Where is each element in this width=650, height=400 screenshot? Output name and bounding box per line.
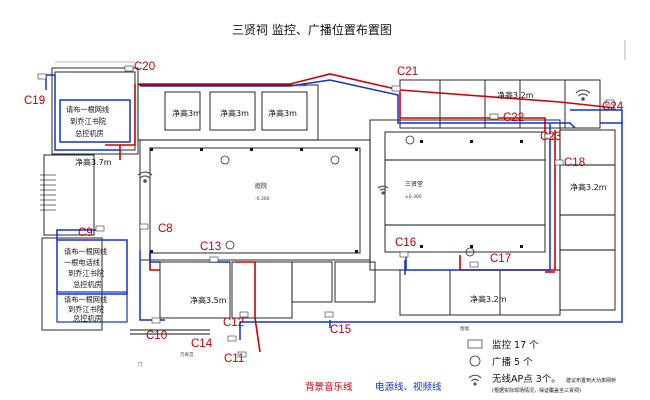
wifi-icon (137, 171, 153, 183)
camera-label-c12: C12 (223, 317, 244, 329)
legend-ap-note2: (根据实际现场情况，保证覆盖全三贤祠) (492, 387, 581, 394)
svg-text:请布一根网线: 请布一根网线 (66, 105, 109, 114)
camera-label-c11: C11 (224, 353, 244, 365)
camera-icon (324, 311, 334, 318)
camera-label-c20: C20 (134, 61, 155, 73)
camera-icon (124, 65, 134, 72)
speaker-icon (330, 155, 340, 165)
room-height-label: 净高3m (220, 108, 249, 118)
svg-text:总控机房: 总控机房 (73, 280, 102, 289)
room-height-label: 净高3.2m (497, 90, 534, 100)
blue-video-lines (45, 74, 623, 340)
camera-icon (37, 73, 47, 80)
legend-ap: 无线AP点 3个。 (492, 373, 561, 385)
hall-elevation: ±0.300 (405, 194, 422, 200)
room-height-label: 净高3.2m (570, 182, 607, 192)
camera-label-c18: C18 (564, 157, 585, 169)
legend-monitor: 监控 17 个 (492, 339, 539, 351)
weiqiang-label: 围墙 (460, 325, 469, 332)
camera-icons (37, 65, 615, 358)
svg-text:到乔江书院: 到乔江书院 (68, 269, 104, 278)
room-height-label: 净高3m (268, 108, 297, 118)
wifi-ap-icons (137, 89, 591, 195)
wifi-icon (377, 185, 389, 195)
legend-blue-line: 电源线、视频线 (375, 381, 442, 393)
room-height-label: 净高3m (172, 108, 201, 118)
camera-icon (605, 99, 615, 106)
camera-label-c21: C21 (397, 66, 418, 78)
camera-icon (139, 223, 149, 230)
camera-icon (399, 251, 409, 258)
camera-icon (554, 159, 564, 166)
svg-text:总控机房: 总控机房 (75, 129, 104, 138)
camera-icon (391, 85, 401, 92)
legend-red-line: 背景音乐线 (305, 381, 353, 393)
camera-label-c9: C9 (78, 227, 93, 239)
speaker-icon (465, 247, 475, 257)
wifi-icon (575, 89, 591, 101)
camera-label-c13: C13 (200, 241, 221, 253)
camera-labels: C19 C20 C21 C22 C23 C24 C18 C17 C16 C15 … (24, 61, 624, 365)
camera-label-c16: C16 (395, 237, 416, 249)
hall-label: 三贤堂 (405, 180, 423, 188)
camera-icon (489, 113, 499, 120)
camera-label-c22: C22 (503, 112, 524, 124)
camera-label-c8: C8 (158, 223, 173, 235)
legend-ap-note1: 建议布置到大功率网桥 (566, 377, 616, 384)
room-height-label: 净高3.5m (190, 295, 227, 305)
speaker-icon (405, 135, 415, 145)
camera-label-c24: C24 (602, 101, 624, 113)
monitor-legend-icon (467, 339, 483, 349)
svg-text:请布一根网线: 请布一根网线 (64, 247, 107, 256)
speaker-icon (225, 240, 235, 250)
gate-label: 门 (138, 361, 143, 368)
svg-text:总控机房: 总控机房 (73, 314, 102, 323)
camera-label-c14: C14 (191, 338, 213, 350)
camera-icon (237, 351, 247, 358)
camera-icon (239, 311, 249, 318)
wanshougong-label: 万寿宫 (180, 351, 194, 358)
svg-text:到乔江书院: 到乔江书院 (68, 305, 104, 314)
camera-icon (95, 225, 105, 232)
room-height-label: 净高3.2m (470, 294, 507, 304)
speaker-icon (220, 155, 230, 165)
camera-icon (151, 317, 161, 324)
room-height-label: 净高3.7m (75, 157, 112, 167)
walls (40, 67, 616, 335)
camera-label-c10: C10 (146, 330, 167, 342)
camera-icon (209, 256, 219, 263)
cabinet-notes: 请布一根网线 到乔江书院 总控机房 请布一根网线 一根电话线 到乔江书院 总控机… (56, 99, 131, 323)
broadcast-legend-icon (469, 355, 481, 367)
camera-icon (469, 261, 479, 268)
svg-text:请布一根网线: 请布一根网线 (64, 295, 107, 304)
court-label: 庭院 (255, 182, 267, 190)
camera-icon (544, 133, 554, 140)
legend-broadcast: 广播 5 个 (492, 356, 533, 368)
camera-label-c19: C19 (24, 95, 45, 107)
speaker-icons (220, 135, 475, 257)
diagram-title: 三贤祠 监控、广播位置布置图 (232, 22, 392, 37)
svg-text:一根电话线: 一根电话线 (64, 258, 100, 267)
camera-label-c17: C17 (490, 253, 511, 265)
svg-text:到乔江书院: 到乔江书院 (70, 117, 106, 126)
legend: 监控 17 个 广播 5 个 无线AP点 3个。 建议布置到大功率网桥 (根据实… (305, 339, 616, 394)
court-elevation: -0.300 (255, 196, 270, 202)
wifi-legend-icon (468, 374, 482, 386)
camera-label-c15: C15 (330, 324, 351, 336)
camera-icon (227, 335, 237, 342)
camera-label-c23: C23 (540, 131, 561, 143)
